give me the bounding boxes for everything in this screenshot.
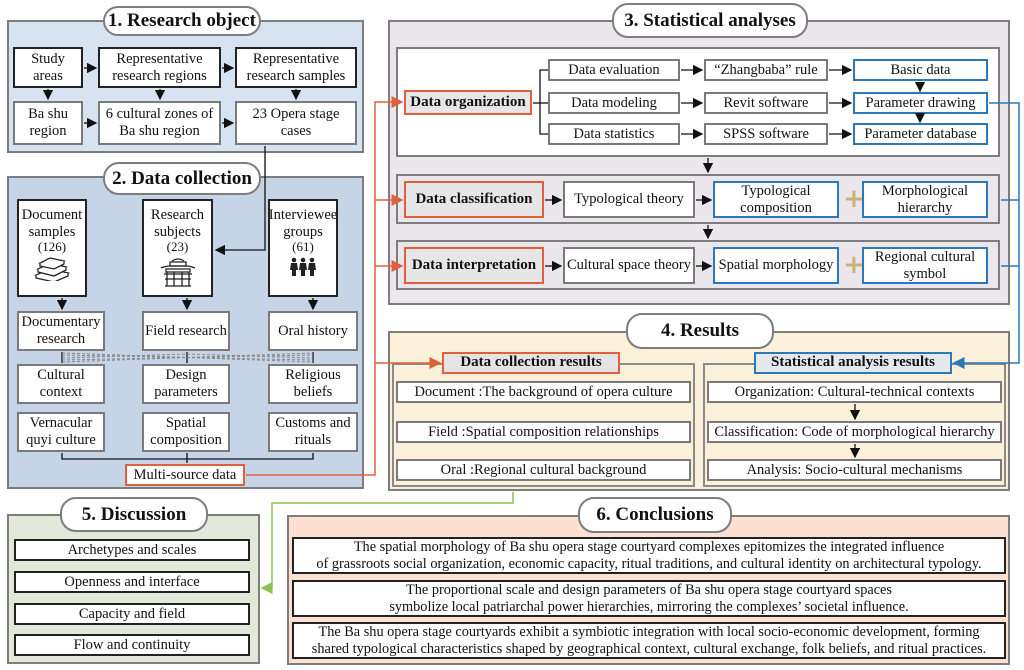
data-organization-box: Data organization xyxy=(404,90,532,115)
discussion-item-capacity: Capacity and field xyxy=(14,603,250,625)
discussion-item-flow: Flow and continuity xyxy=(14,634,250,656)
results-title: 4. Results xyxy=(626,313,774,349)
opera-stage-icon xyxy=(160,258,195,287)
books-icon xyxy=(33,257,71,282)
data-evaluation-box: Data evaluation xyxy=(548,59,680,81)
conclusion-2-line-2: symbolize local patriarchal power hierar… xyxy=(389,598,909,615)
research-subjects-label: Research subjects xyxy=(150,207,205,240)
data-classification-box: Data classification xyxy=(404,181,544,218)
conclusion-item-1: The spatial morphology of Ba shu opera s… xyxy=(292,537,1006,574)
plus-icon-classification: + xyxy=(843,184,865,214)
conclusion-1-line-1: The spatial morphology of Ba shu opera s… xyxy=(353,538,945,555)
spatial-composition-box: Spatial composition xyxy=(142,412,230,452)
data-collection-results-header: Data collection results xyxy=(442,352,620,374)
conclusion-item-3: The Ba shu opera stage courtyards exhibi… xyxy=(292,622,1006,659)
analysis-result-analysis: Analysis: Socio-cultural mechanisms xyxy=(707,459,1002,481)
discussion-item-openness: Openness and interface xyxy=(14,571,250,593)
data-modeling-box: Data modeling xyxy=(548,92,680,114)
discussion-title: 5. Discussion xyxy=(60,497,208,532)
spss-software-box: SPSS software xyxy=(704,123,828,145)
representative-regions-box: Representative research regions xyxy=(98,47,221,88)
interviewee-groups-box: Interviewee groups (61) xyxy=(268,199,338,297)
conclusion-1-line-2: of grassroots social organization, econo… xyxy=(316,555,982,572)
statistical-analysis-results-header: Statistical analysis results xyxy=(754,352,952,374)
document-samples-box: Document samples (126) xyxy=(17,199,87,297)
plus-icon-interpretation: + xyxy=(843,250,865,280)
cultural-zones-box: 6 cultural zones of Ba shu region xyxy=(98,101,221,145)
parameter-drawing-box: Parameter drawing xyxy=(853,92,988,114)
customs-rituals-box: Customs and rituals xyxy=(268,412,358,452)
document-samples-count: (126) xyxy=(37,239,67,255)
conclusions-title: 6. Conclusions xyxy=(578,497,732,533)
cultural-context-box: Cultural context xyxy=(17,364,105,404)
vernacular-quyi-culture-box: Vernacular quyi culture xyxy=(17,412,105,452)
analysis-result-classification: Classification: Code of morphological hi… xyxy=(707,421,1002,443)
interviewee-groups-label: Interviewee groups xyxy=(268,207,338,240)
data-interpretation-box: Data interpretation xyxy=(404,247,544,284)
data-collection-title: 2. Data collection xyxy=(103,162,261,195)
representative-samples-box: Representative research samples xyxy=(235,47,357,88)
conclusion-3-line-1: The Ba shu opera stage courtyards exhibi… xyxy=(318,623,980,640)
discussion-item-archetypes: Archetypes and scales xyxy=(14,539,250,561)
spatial-morphology-box: Spatial morphology xyxy=(713,247,839,284)
zhangbaba-rule-box: “Zhangbaba” rule xyxy=(704,59,828,81)
oral-history-box: Oral history xyxy=(268,311,358,351)
opera-stage-cases-box: 23 Opera stage cases xyxy=(235,101,357,145)
ba-shu-region-box: Ba shu region xyxy=(13,101,83,145)
document-samples-label: Document samples xyxy=(21,207,83,240)
parameter-database-box: Parameter database xyxy=(853,123,988,145)
conclusion-item-2: The proportional scale and design parame… xyxy=(292,580,1006,617)
collection-result-oral: Oral :Regional cultural background xyxy=(396,459,691,481)
documentary-research-box: Documentary research xyxy=(17,311,105,351)
research-subjects-count: (23) xyxy=(166,239,189,255)
cultural-space-theory-box: Cultural space theory xyxy=(563,247,695,284)
data-statistics-box: Data statistics xyxy=(548,123,680,145)
basic-data-box: Basic data xyxy=(853,59,988,81)
collection-result-document: Document :The background of opera cultur… xyxy=(396,381,691,403)
morphological-hierarchy-box: Morphological hierarchy xyxy=(862,181,988,218)
conclusion-3-line-2: shared typological characteristics shape… xyxy=(311,640,987,657)
field-research-box: Field research xyxy=(142,311,230,351)
religious-beliefs-box: Religious beliefs xyxy=(268,364,358,404)
typological-theory-box: Typological theory xyxy=(563,181,695,218)
statistical-analyses-title: 3. Statistical analyses xyxy=(612,3,808,38)
research-object-title: 1. Research object xyxy=(103,6,261,36)
research-subjects-box: Research subjects (23) xyxy=(142,199,213,297)
analysis-result-organization: Organization: Cultural-technical context… xyxy=(707,381,1002,403)
regional-cultural-symbol-box: Regional cultural symbol xyxy=(862,247,988,284)
typological-composition-box: Typological composition xyxy=(713,181,839,218)
design-parameters-box: Design parameters xyxy=(142,364,230,404)
revit-software-box: Revit software xyxy=(704,92,828,114)
interviewee-groups-count: (61) xyxy=(292,239,314,255)
collection-result-field: Field :Spatial composition relationships xyxy=(396,421,691,443)
study-areas-box: Study areas xyxy=(13,47,83,88)
multi-source-data-box: Multi-source data xyxy=(125,464,245,486)
conclusion-2-line-1: The proportional scale and design parame… xyxy=(406,581,892,598)
people-group-icon xyxy=(290,257,316,277)
